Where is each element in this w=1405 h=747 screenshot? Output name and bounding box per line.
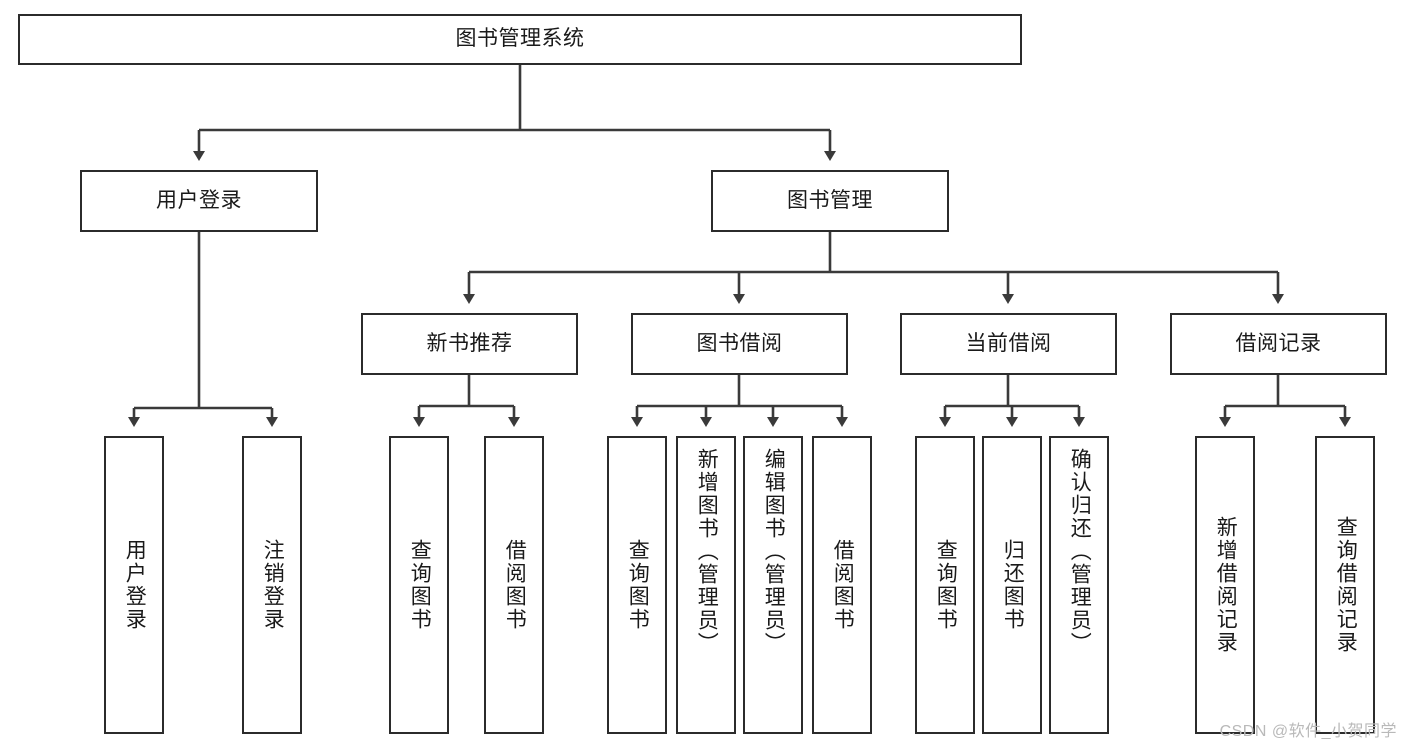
node-current-borrow-label: 当前借阅	[965, 331, 1052, 355]
node-leaf-add-book[interactable]: 新增图书（管理员）	[676, 436, 736, 734]
node-book-borrow[interactable]: 图书借阅	[631, 313, 848, 375]
csdn-watermark: CSDN @软件_小贺同学	[1219, 723, 1397, 740]
node-leaf-edit-book-label: 编辑图书（管理员）	[762, 448, 786, 655]
node-leaf-query-record[interactable]: 查询借阅记录	[1315, 436, 1375, 734]
node-leaf-borrow-book-1-label: 借阅图书	[503, 539, 527, 631]
node-current-borrow[interactable]: 当前借阅	[900, 313, 1117, 375]
node-leaf-add-record[interactable]: 新增借阅记录	[1195, 436, 1255, 734]
node-book-management[interactable]: 图书管理	[711, 170, 949, 232]
node-leaf-query-book-3[interactable]: 查询图书	[915, 436, 975, 734]
node-user-login[interactable]: 用户登录	[80, 170, 318, 232]
node-leaf-query-book-1-label: 查询图书	[408, 539, 432, 631]
node-leaf-user-login[interactable]: 用户登录	[104, 436, 164, 734]
node-leaf-confirm-return-label: 确认归还（管理员）	[1068, 448, 1092, 655]
node-leaf-add-book-label: 新增图书（管理员）	[695, 448, 719, 655]
node-new-book-recommend-label: 新书推荐	[426, 331, 513, 355]
node-leaf-query-record-label: 查询借阅记录	[1334, 516, 1358, 654]
node-leaf-confirm-return[interactable]: 确认归还（管理员）	[1049, 436, 1109, 734]
node-leaf-user-logout-label: 注销登录	[261, 539, 285, 631]
node-user-login-label: 用户登录	[156, 188, 242, 212]
node-borrow-record-label: 借阅记录	[1235, 331, 1322, 355]
node-leaf-query-book-2-label: 查询图书	[626, 539, 650, 631]
node-root-label: 图书管理系统	[455, 27, 585, 51]
node-leaf-query-book-1[interactable]: 查询图书	[389, 436, 449, 734]
node-root-book-management-system[interactable]: 图书管理系统	[18, 14, 1022, 65]
node-borrow-record[interactable]: 借阅记录	[1170, 313, 1387, 375]
node-book-management-label: 图书管理	[787, 188, 873, 212]
node-leaf-return-book[interactable]: 归还图书	[982, 436, 1042, 734]
node-leaf-edit-book[interactable]: 编辑图书（管理员）	[743, 436, 803, 734]
node-leaf-return-book-label: 归还图书	[1001, 539, 1025, 631]
node-new-book-recommend[interactable]: 新书推荐	[361, 313, 578, 375]
node-book-borrow-label: 图书借阅	[696, 331, 783, 355]
node-leaf-query-book-3-label: 查询图书	[934, 539, 958, 631]
node-leaf-add-record-label: 新增借阅记录	[1214, 516, 1238, 654]
node-leaf-borrow-book-1[interactable]: 借阅图书	[484, 436, 544, 734]
node-leaf-borrow-book-2-label: 借阅图书	[831, 539, 855, 631]
node-leaf-query-book-2[interactable]: 查询图书	[607, 436, 667, 734]
node-leaf-borrow-book-2[interactable]: 借阅图书	[812, 436, 872, 734]
node-leaf-user-logout[interactable]: 注销登录	[242, 436, 302, 734]
node-leaf-user-login-label: 用户登录	[123, 539, 147, 631]
